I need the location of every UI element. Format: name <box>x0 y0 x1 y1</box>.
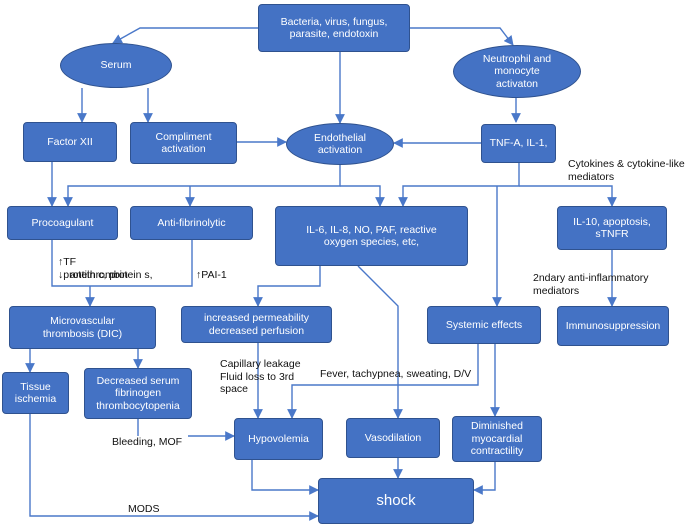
arrow-il6-permeability <box>253 266 321 307</box>
tnf-box: TNF-A, IL-1, <box>481 124 556 163</box>
arrow-tissue-shock <box>29 414 319 521</box>
arrow-bacteria-serum <box>112 27 258 44</box>
cytokines-label: Cytokines & cytokine-like mediators <box>568 158 685 183</box>
vasodilation-box: Vasodilation <box>346 418 440 458</box>
il6-box: IL-6, IL-8, NO, PAF, reactive oxygen spe… <box>275 206 468 266</box>
fever-label: Fever, tachypnea, sweating, D/V <box>320 368 472 380</box>
antithrombin-label: antithrombin <box>70 269 128 281</box>
decreased-serum-box: Decreased serum fibrinogen thrombocytope… <box>84 368 192 419</box>
arrow-tnf-il10 <box>519 185 617 207</box>
anti-inflammatory-label: 2ndary anti-inflammatory mediators <box>533 272 649 297</box>
pai-text: PAI-1 <box>201 268 227 281</box>
immunosuppression-box: Immunosuppression <box>557 306 669 346</box>
serum-oval: Serum <box>60 43 172 88</box>
arrow-endothelial-il6 <box>340 185 385 207</box>
arrow-bacteria-neutrophil <box>410 27 514 46</box>
systemic-box: Systemic effects <box>427 306 541 344</box>
il10-box: IL-10, apoptosis, sTNFR <box>557 206 667 250</box>
arrow-diminished-shock <box>473 462 496 495</box>
neutrophil-oval: Neutrophil and monocyte activaton <box>453 45 581 98</box>
permeability-box: increased permeability decreased perfusi… <box>181 306 332 343</box>
tf-text: TF <box>63 255 77 268</box>
microvascular-box: Microvascular thrombosis (DIC) <box>9 306 156 349</box>
procoagulant-box: Procoagulant <box>7 206 118 240</box>
tf-label: ↑TF <box>58 243 76 268</box>
arrow-tnf-il6 <box>398 163 520 207</box>
bacteria-box: Bacteria, virus, fungus, parasite, endot… <box>258 4 410 52</box>
bleeding-label: Bleeding, MOF <box>112 436 183 448</box>
arrow-systemic-hypovolemia <box>287 344 479 419</box>
arrow-hypovolemia-shock <box>251 460 319 495</box>
up-arrow-icon: ↑ <box>58 255 64 268</box>
capillary-label: Capillary leakage Fluid loss to 3rd spac… <box>220 358 301 395</box>
tissue-box: Tissue ischemia <box>2 372 69 414</box>
protein-label: ↓protein c, protein s, <box>58 256 153 281</box>
diminished-box: Diminished myocardial contractility <box>452 416 542 462</box>
arrow-endothelial-split <box>63 165 341 207</box>
factor12-box: Factor XII <box>23 122 117 162</box>
shock-box: shock <box>318 478 474 524</box>
compliment-box: Compliment activation <box>130 122 237 164</box>
up-arrow-icon: ↑ <box>196 268 202 281</box>
arrow-il6-vasodilation <box>357 265 403 419</box>
pai-label: ↑PAI-1 <box>196 256 227 281</box>
endothelial-oval: Endothelial activation <box>286 123 394 165</box>
hypovolemia-box: Hypovolemia <box>234 418 323 460</box>
antifibrinolytic-box: Anti-fibrinolytic <box>130 206 253 240</box>
protein-text: protein c, protein s, <box>63 268 153 281</box>
down-arrow-icon: ↓ <box>58 268 64 281</box>
line-procoagulant-down <box>51 240 193 287</box>
mods-label: MODS <box>128 503 160 515</box>
